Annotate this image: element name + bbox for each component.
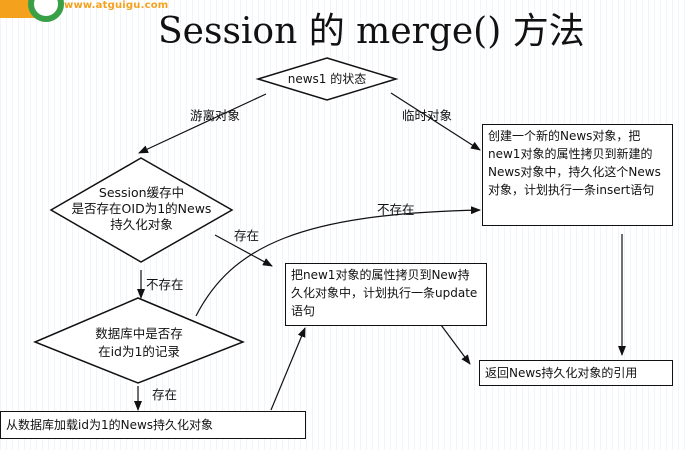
arrow-to-create-new (390, 92, 481, 151)
decision-news1-state-text: news1 的状态 (287, 72, 367, 86)
arrow-load-to-copy-update (270, 327, 306, 411)
arrow-to-session-cache (138, 93, 267, 154)
arrow-to-copy-update (214, 234, 273, 267)
logo (0, 0, 64, 22)
label-not-exists-db: 不存在 (377, 202, 415, 217)
box-return-ref: 返回News持久化对象的引用 (479, 360, 673, 386)
logo-text: www.atguigu.com (64, 0, 169, 11)
arrow-db-to-create-new (195, 206, 481, 317)
decision-session-cache-text: Session缓存中 是否存在OID为1的News 持久化对象 (71, 185, 212, 232)
decision-news1-state (255, 57, 399, 101)
label-not-exists-cache: 不存在 (146, 277, 184, 292)
label-exists-db: 存在 (152, 387, 178, 402)
label-transient: 临时对象 (402, 108, 453, 123)
arrow-update-to-return (440, 324, 471, 365)
page-title: Session 的 merge() 方法 (158, 11, 585, 52)
label-detached: 游离对象 (190, 108, 241, 123)
decision-db-record (33, 297, 245, 384)
logo-icon (28, 0, 64, 22)
box-copy-update: 把new1对象的属性拷贝到New持久化对象中，计划执行一条update语句 (285, 263, 487, 326)
box-load-db: 从数据库加载id为1的News持久化对象 (0, 411, 306, 439)
label-exists-cache: 存在 (234, 228, 260, 243)
decision-session-cache (49, 157, 234, 263)
box-create-new: 创建一个新的News对象，把new1对象的属性拷贝到新建的News对象中，持久化… (482, 124, 673, 226)
decision-db-record-text: 数据库中是否存 在id为1的记录 (95, 326, 183, 359)
